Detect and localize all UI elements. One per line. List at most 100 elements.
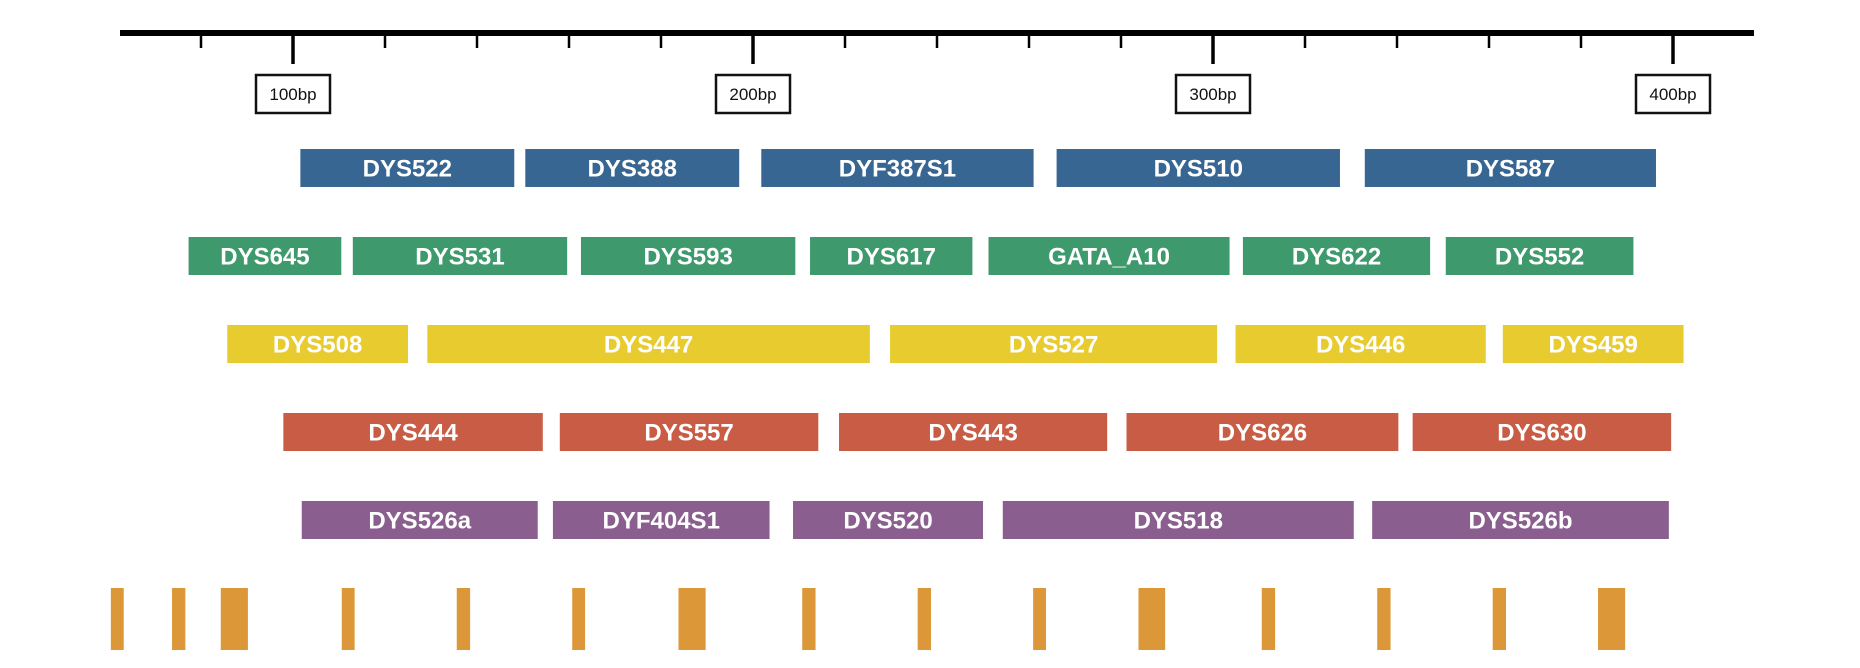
tick-label: 300bp bbox=[1189, 85, 1236, 104]
marker-bar bbox=[890, 325, 1218, 363]
tick-label: 200bp bbox=[729, 85, 776, 104]
marker-label: DYS531 bbox=[415, 244, 504, 271]
ladder-peak bbox=[172, 588, 186, 650]
marker-bar bbox=[525, 149, 740, 187]
tick-label-box: 200bp bbox=[714, 73, 792, 115]
marker-bar bbox=[552, 501, 770, 539]
tick-label-box: 100bp bbox=[254, 73, 332, 115]
marker-bar bbox=[1372, 501, 1669, 539]
marker-bar bbox=[1445, 237, 1634, 275]
tick-label-frame bbox=[1634, 73, 1712, 115]
marker-bin: DYS526a bbox=[301, 501, 538, 539]
marker-bin: DYS593 bbox=[580, 237, 796, 275]
tick-label-frame bbox=[1174, 73, 1252, 115]
marker-label: DYS526b bbox=[1468, 508, 1572, 535]
marker-bar bbox=[1412, 413, 1672, 451]
tick-label: 100bp bbox=[269, 85, 316, 104]
marker-bar bbox=[1502, 325, 1684, 363]
bp-ruler: 100bp 200bp 300bp 400bp bbox=[120, 30, 1754, 115]
marker-label: DYS526a bbox=[368, 508, 471, 535]
marker-bar bbox=[1235, 325, 1486, 363]
marker-bin: DYS388 bbox=[525, 149, 740, 187]
marker-bin: DYS557 bbox=[559, 413, 819, 451]
marker-bar bbox=[810, 237, 973, 275]
ladder-peak bbox=[572, 588, 586, 650]
marker-bin: DYS446 bbox=[1235, 325, 1486, 363]
ladder-peak bbox=[1492, 588, 1507, 650]
marker-bar bbox=[1002, 501, 1354, 539]
marker-bar bbox=[1364, 149, 1656, 187]
marker-bar bbox=[580, 237, 796, 275]
marker-bar bbox=[283, 413, 543, 451]
marker-bar bbox=[188, 237, 342, 275]
marker-bar bbox=[839, 413, 1108, 451]
marker-label: DYS443 bbox=[928, 420, 1017, 447]
ladder-peak bbox=[1598, 588, 1626, 650]
marker-bar bbox=[300, 149, 515, 187]
marker-label: DYS552 bbox=[1495, 244, 1584, 271]
ladder-peak bbox=[341, 588, 355, 650]
ladder-peak bbox=[1377, 588, 1391, 650]
marker-bin: DYS587 bbox=[1364, 149, 1656, 187]
marker-bin: DYS444 bbox=[283, 413, 543, 451]
ladder-peak bbox=[220, 588, 248, 650]
marker-bar bbox=[793, 501, 983, 539]
marker-bin: DYS531 bbox=[352, 237, 568, 275]
size-ladder bbox=[110, 588, 1626, 650]
ladder-peak bbox=[917, 588, 932, 650]
marker-bin: DYS447 bbox=[427, 325, 870, 363]
tick-label-frame bbox=[254, 73, 332, 115]
marker-row-red: DYS444 DYS557 DYS443 DYS626 DYS630 bbox=[283, 413, 1672, 451]
marker-bin: DYS508 bbox=[227, 325, 408, 363]
marker-label: DYS622 bbox=[1292, 244, 1381, 271]
ladder-peak bbox=[802, 588, 816, 650]
marker-bar bbox=[559, 413, 819, 451]
marker-bin: DYS626 bbox=[1126, 413, 1399, 451]
marker-bar bbox=[1056, 149, 1340, 187]
marker-bar bbox=[352, 237, 568, 275]
marker-label: DYS522 bbox=[363, 156, 452, 183]
marker-label: DYS459 bbox=[1548, 332, 1637, 359]
tick-label-frame bbox=[714, 73, 792, 115]
tick-label-box: 400bp bbox=[1634, 73, 1712, 115]
marker-label: DYS630 bbox=[1497, 420, 1586, 447]
marker-bin: DYF387S1 bbox=[761, 149, 1034, 187]
marker-bin: DYS526b bbox=[1372, 501, 1669, 539]
ladder-peak bbox=[678, 588, 706, 650]
ladder-peak bbox=[1261, 588, 1276, 650]
marker-bin: DYS522 bbox=[300, 149, 515, 187]
ladder-peak bbox=[1138, 588, 1166, 650]
marker-label: DYF387S1 bbox=[839, 156, 956, 183]
marker-bin: DYS630 bbox=[1412, 413, 1672, 451]
marker-bin: DYS510 bbox=[1056, 149, 1340, 187]
marker-label: DYF404S1 bbox=[603, 508, 720, 535]
marker-label: DYS617 bbox=[847, 244, 936, 271]
marker-label: DYS388 bbox=[588, 156, 677, 183]
marker-bin: DYS520 bbox=[793, 501, 983, 539]
marker-label: GATA_A10 bbox=[1048, 244, 1170, 271]
marker-label: DYS518 bbox=[1134, 508, 1223, 535]
marker-bin: DYS443 bbox=[839, 413, 1108, 451]
marker-bar bbox=[227, 325, 408, 363]
marker-label: DYS444 bbox=[368, 420, 458, 447]
marker-label: DYS446 bbox=[1316, 332, 1405, 359]
marker-bar bbox=[301, 501, 538, 539]
marker-bar bbox=[988, 237, 1230, 275]
marker-label: DYS645 bbox=[220, 244, 309, 271]
marker-row-green: DYS645 DYS531 DYS593 DYS617 GATA_A10 DYS622 DY… bbox=[188, 237, 1634, 275]
marker-bin: DYS552 bbox=[1445, 237, 1634, 275]
marker-label: DYS510 bbox=[1154, 156, 1243, 183]
marker-bin: DYS527 bbox=[890, 325, 1218, 363]
marker-label: DYS587 bbox=[1466, 156, 1555, 183]
marker-bin: DYS622 bbox=[1242, 237, 1431, 275]
marker-bin: GATA_A10 bbox=[988, 237, 1230, 275]
marker-label: DYS626 bbox=[1218, 420, 1307, 447]
marker-bar bbox=[1126, 413, 1399, 451]
ladder-peak bbox=[1033, 588, 1047, 650]
tick-label: 400bp bbox=[1649, 85, 1696, 104]
marker-bin: DYF404S1 bbox=[552, 501, 770, 539]
ladder-peak bbox=[456, 588, 471, 650]
marker-row-yellow: DYS508 DYS447 DYS527 DYS446 DYS459 bbox=[227, 325, 1684, 363]
